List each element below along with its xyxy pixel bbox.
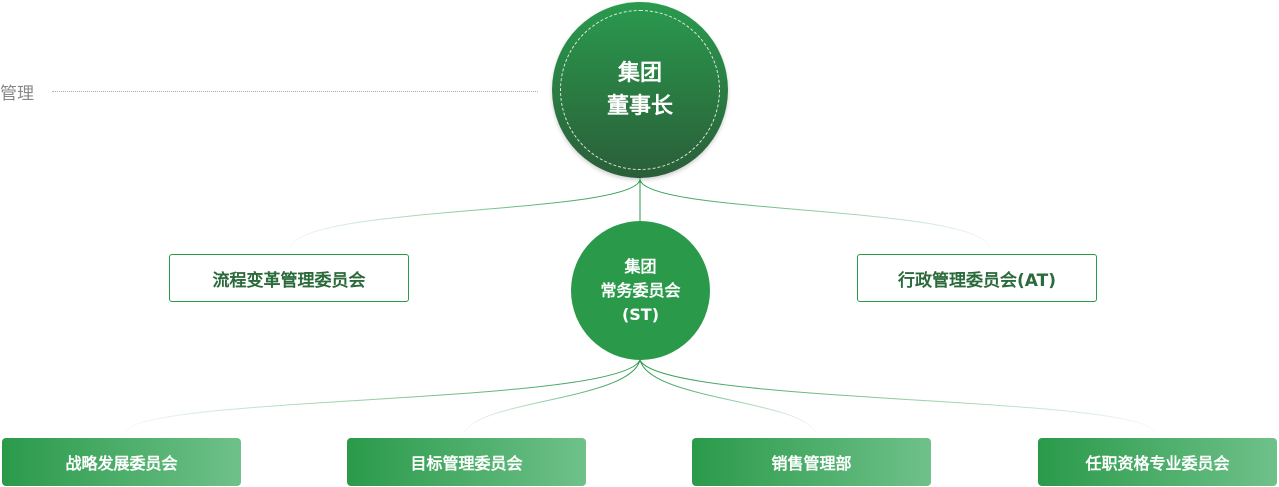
process-committee-box: 流程变革管理委员会 [169,254,409,302]
chairman-line2: 董事长 [606,94,673,119]
bottom-box: 任职资格专业委员会 [1038,438,1277,486]
standing-committee-node: 集团 常务委员会 (ST) [571,221,710,360]
mid-line1: 集团 [624,256,657,276]
dashed-ring [560,10,720,170]
mid-line3: (ST) [621,304,660,324]
dotted-divider [52,91,538,92]
bottom-box: 目标管理委员会 [347,438,586,486]
chairman-node: 集团 董事长 [552,2,728,178]
bottom-box: 战略发展委员会 [2,438,241,486]
chairman-line1: 集团 [617,61,662,86]
bottom-box: 销售管理部 [692,438,931,486]
mid-line2: 常务委员会 [600,280,681,300]
admin-committee-box: 行政管理委员会(AT) [857,254,1097,302]
side-label: 管理 [0,84,34,104]
